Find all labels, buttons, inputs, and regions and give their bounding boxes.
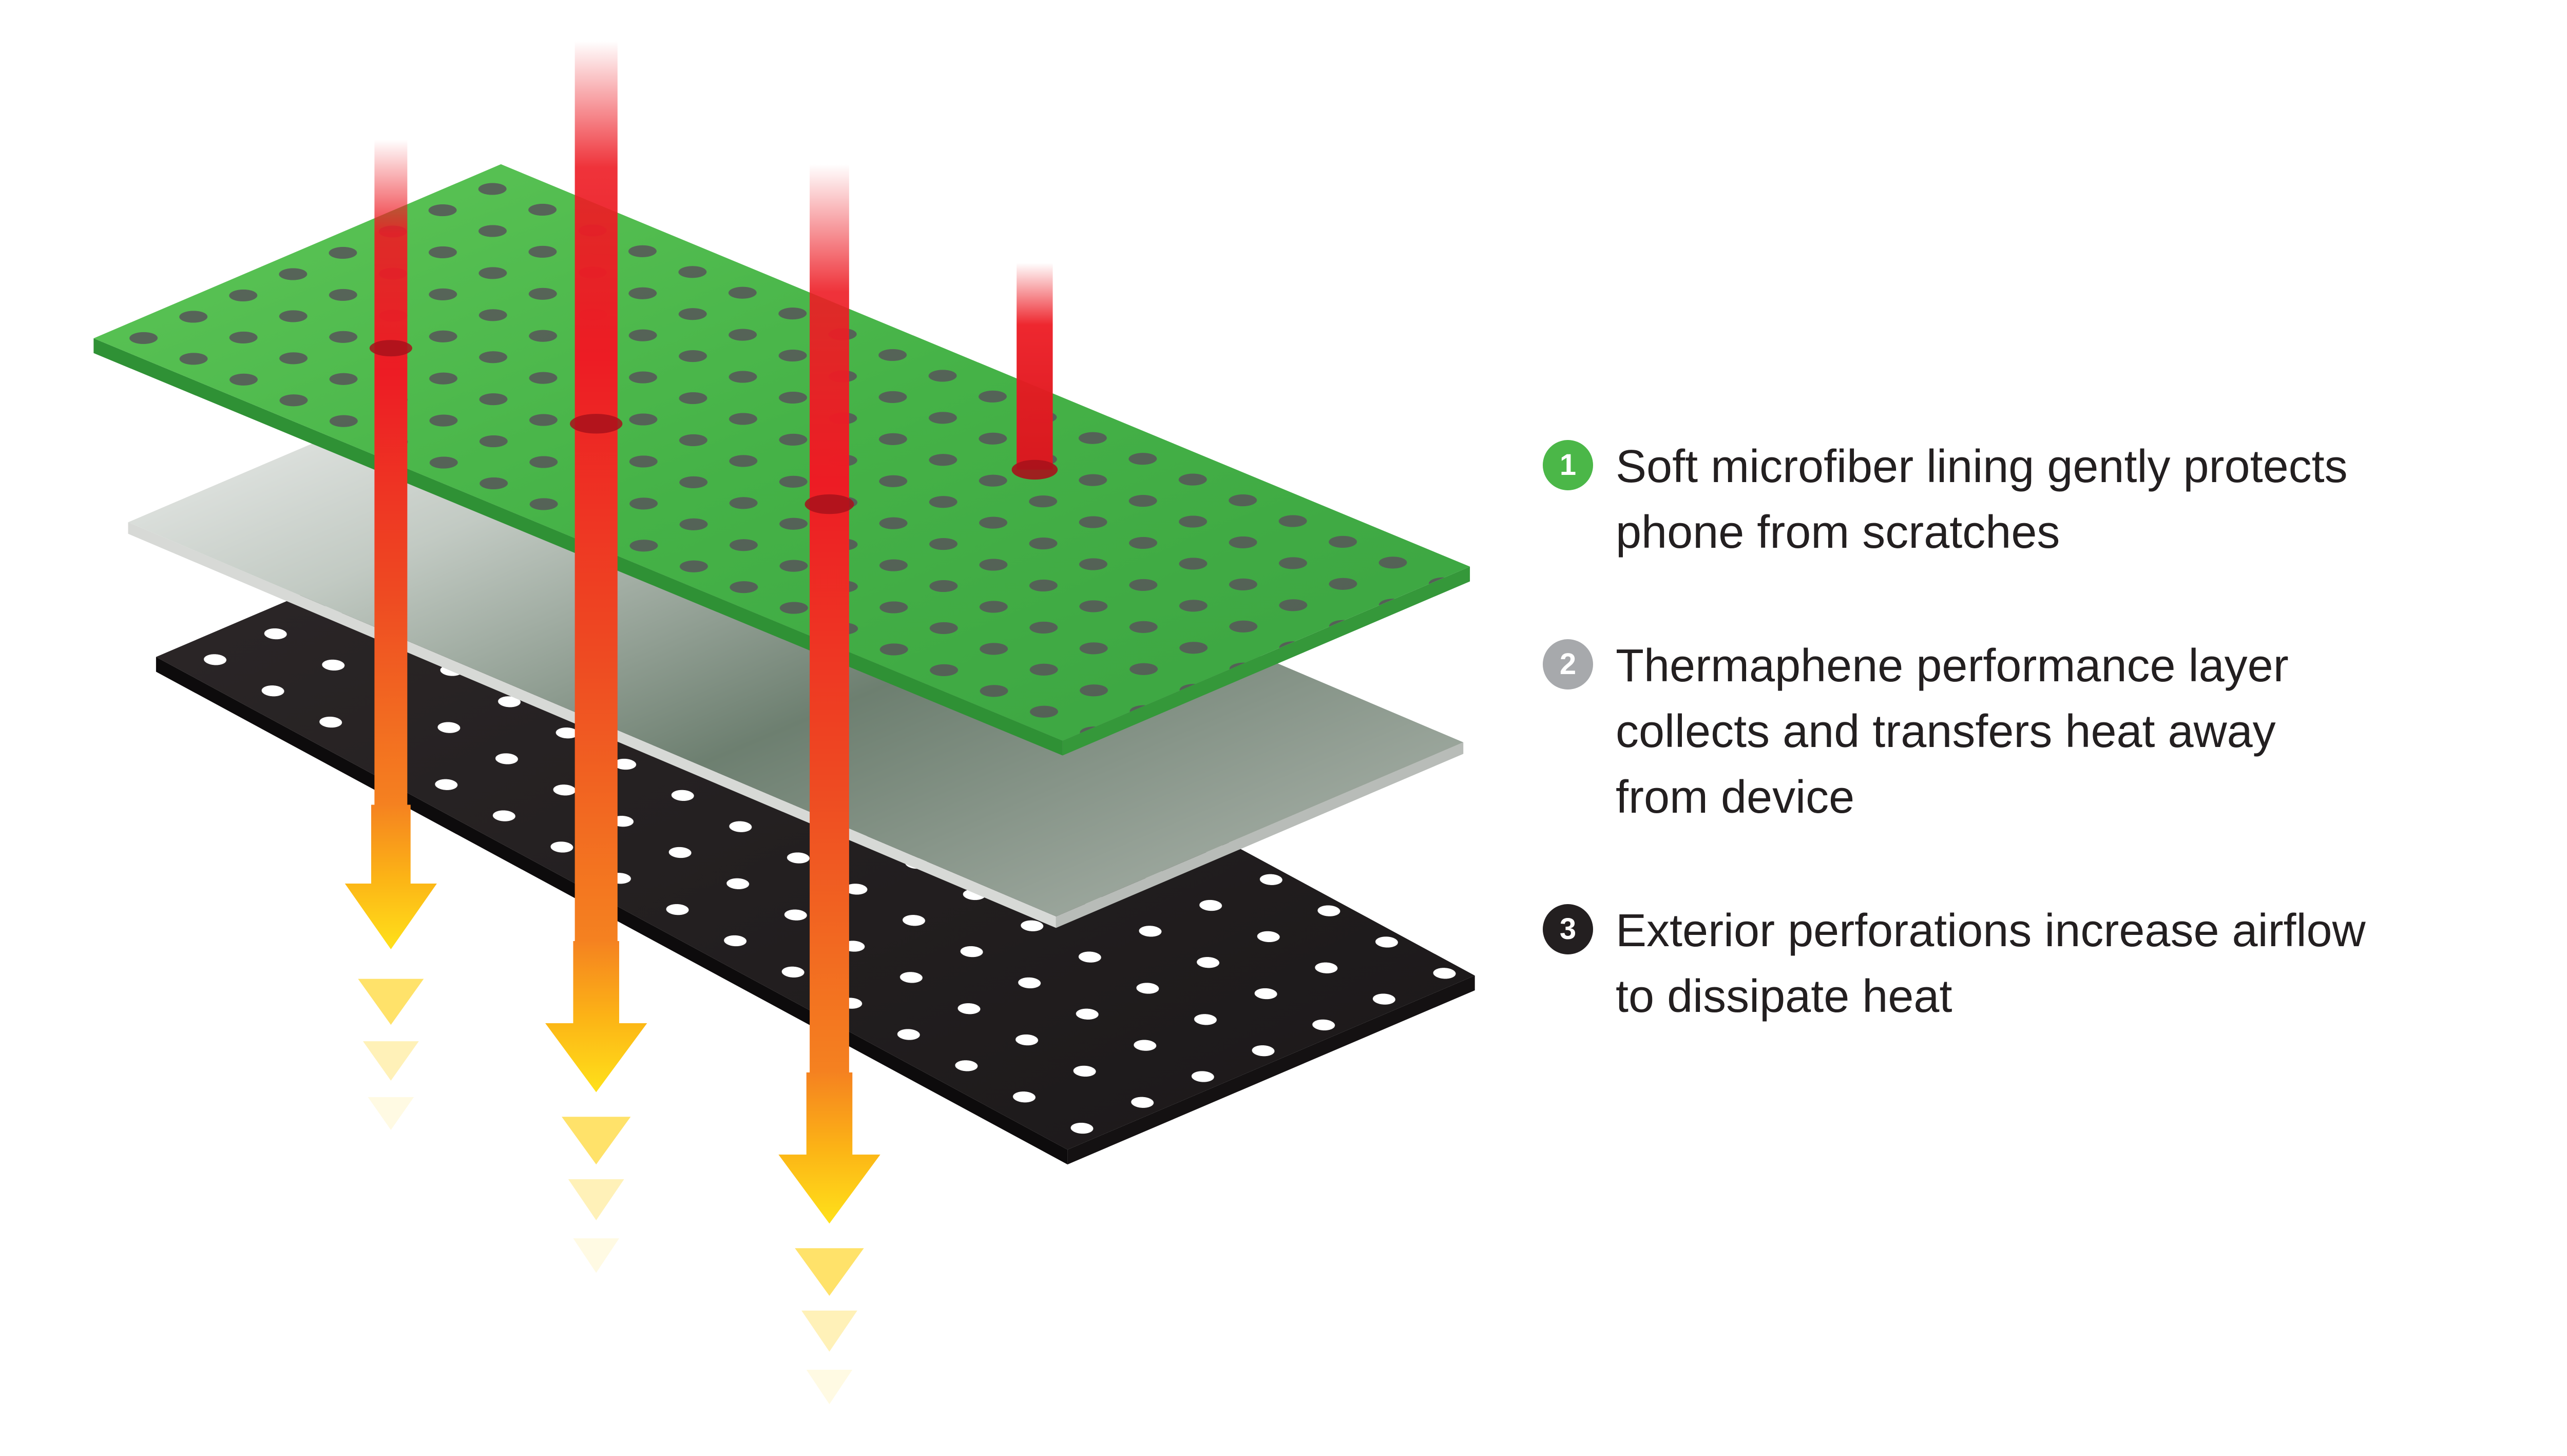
- heat-entry-hole: [570, 414, 623, 434]
- step-3-badge: 3: [1543, 904, 1593, 954]
- legend-item-1: 1 Soft microfiber lining gently protects…: [1543, 434, 2446, 565]
- heat-exit-arrow: [545, 941, 647, 1093]
- heat-trail-chevron: [568, 1179, 624, 1220]
- legend-item-2: 2 Thermaphene performance layer collects…: [1543, 633, 2446, 830]
- heat-beam: [574, 41, 618, 945]
- heat-flow-column-4: [1011, 262, 1058, 480]
- heat-beam: [810, 164, 849, 1076]
- heat-flow-column-2: [545, 41, 647, 1273]
- step-2-badge: 2: [1543, 639, 1593, 689]
- heat-trail-chevron: [801, 1310, 857, 1352]
- heat-trail-chevron: [562, 1117, 631, 1165]
- heat-entry-hole: [804, 494, 854, 514]
- heat-trail-chevron: [368, 1097, 414, 1130]
- legend: 1 Soft microfiber lining gently protects…: [1543, 434, 2446, 1029]
- legend-item-3: 3 Exterior perforations increase airflow…: [1543, 898, 2446, 1029]
- heat-trail-chevron: [795, 1248, 864, 1296]
- heat-trail-chevron: [362, 1041, 419, 1081]
- heat-entry-hole: [369, 340, 412, 357]
- microfiber-layer-right-edge: [1062, 566, 1470, 756]
- exterior-layer-right-edge: [1067, 975, 1475, 1165]
- heat-trail-chevron: [806, 1369, 853, 1405]
- heat-exit-arrow: [778, 1072, 880, 1224]
- microfiber-layer-perforations: [93, 164, 1470, 741]
- heat-exit-arrow: [344, 804, 437, 950]
- step-2-text: Thermaphene performance layer collects a…: [1616, 640, 2289, 823]
- heat-entry-hole: [1011, 459, 1058, 480]
- heat-beam: [1017, 262, 1053, 470]
- heat-flow-column-1: [344, 139, 437, 1130]
- heat-flow-column-3: [778, 164, 880, 1405]
- step-1-text: Soft microfiber lining gently protects p…: [1616, 441, 2348, 558]
- heat-trail-chevron: [358, 979, 424, 1025]
- heat-beam: [374, 139, 408, 808]
- step-1-badge: 1: [1543, 440, 1593, 490]
- heat-trail-chevron: [573, 1238, 620, 1273]
- step-3-text: Exterior perforations increase airflow t…: [1616, 905, 2366, 1022]
- thermaphene-layer-right-edge: [1056, 742, 1464, 928]
